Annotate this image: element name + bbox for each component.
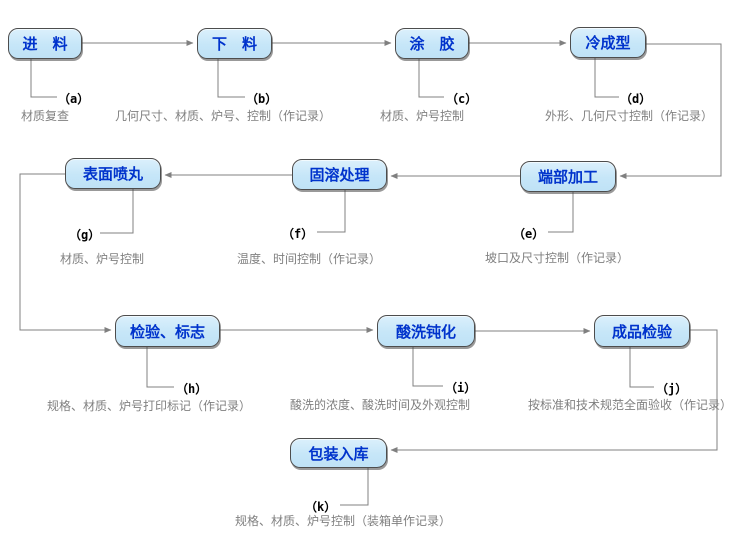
step-desc-b: 几何尺寸、材质、炉号、控制（作记录）: [115, 109, 332, 123]
tag-leader-j: [629, 347, 654, 388]
solution-treatment-box: 固溶处理: [292, 159, 387, 190]
blanking-box: 下 料: [197, 28, 272, 59]
tag-leader-f: [317, 190, 346, 233]
step-tag-b: （b）: [246, 92, 278, 106]
tag-leader-g: [100, 189, 134, 234]
tag-leader-e: [548, 192, 574, 233]
step-desc-e: 坡口及尺寸控制（作记录）: [485, 251, 630, 265]
end-machining-box: 端部加工: [520, 161, 616, 192]
tag-leader-h: [146, 347, 174, 388]
shot-peening-box: 表面喷丸: [65, 158, 161, 189]
tag-leader-d: [594, 58, 619, 98]
tag-leader-c: [418, 59, 444, 98]
step-tag-h: （h）: [176, 382, 208, 396]
tag-leader-k: [340, 468, 369, 506]
connector-coldforming-to-endmachining: [619, 43, 722, 179]
step-desc-d: 外形、几何尺寸控制（作记录）: [545, 109, 714, 123]
step-tag-d: （d）: [620, 92, 652, 106]
step-tag-c: （c）: [446, 92, 478, 106]
step-desc-c: 材质、炉号控制: [380, 109, 465, 123]
step-tag-g: （g）: [69, 228, 101, 242]
step-desc-h: 规格、材质、炉号打印标记（作记录）: [47, 399, 252, 413]
connector-shotpeening-to-inspection: [19, 173, 112, 333]
step-tag-a: （a）: [58, 92, 90, 106]
step-desc-k: 规格、材质、炉号控制（装箱单作记录）: [235, 514, 452, 528]
step-desc-i: 酸洗的浓度、酸洗时间及外观控制: [290, 398, 471, 412]
gluing-box: 涂 胶: [395, 28, 469, 59]
step-desc-j: 按标准和技术规范全面验收（作记录）: [528, 398, 733, 412]
cold-forming-box: 冷成型: [570, 27, 646, 58]
step-desc-g: 材质、炉号控制: [60, 252, 145, 266]
step-tag-k: （k）: [305, 500, 337, 514]
pickling-passivation-box: 酸洗钝化: [377, 315, 475, 347]
final-inspection-box: 成品检验: [594, 315, 690, 347]
step-tag-f: （f）: [282, 227, 314, 241]
tag-leader-i: [412, 347, 443, 387]
step-tag-e: （e）: [513, 227, 545, 241]
packing-warehousing-box: 包装入库: [290, 438, 387, 468]
inspection-marking-box: 检验、标志: [115, 315, 220, 347]
tag-leader-b: [217, 59, 245, 98]
step-tag-j: （j）: [656, 382, 688, 396]
tag-leader-a: [30, 59, 57, 98]
step-tag-i: （i）: [445, 381, 477, 395]
feed-box: 进 料: [8, 28, 82, 59]
step-desc-a: 材质复查: [21, 109, 70, 123]
connector-finalinspection-to-packing: [390, 329, 718, 453]
step-desc-f: 温度、时间控制（作记录）: [237, 252, 382, 266]
